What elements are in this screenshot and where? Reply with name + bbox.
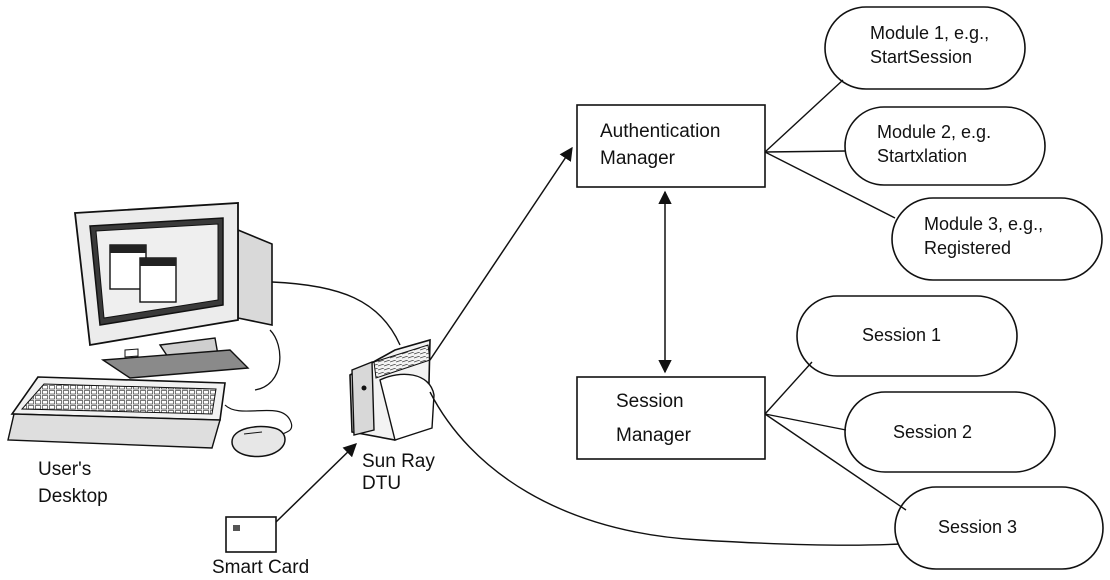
module-3-label-line1: Module 3, e.g., (924, 214, 1044, 234)
sun-ray-dtu-label-line2: DTU (362, 473, 402, 494)
dtu-to-auth-arrow (429, 146, 573, 361)
session-manager-label-line1: Session (616, 391, 684, 412)
module-3-pill (891, 197, 1103, 281)
users-desktop-label-line1: User's (38, 459, 92, 480)
module-2-label-line1: Module 2, e.g. (877, 122, 992, 142)
session-2-pill (844, 391, 1056, 473)
module-2-pill (844, 106, 1046, 186)
session-1-pill (796, 295, 1018, 377)
sun-ray-dtu-label-line1: Sun Ray (362, 451, 435, 472)
dtu-session3-line (429, 391, 901, 546)
session-manager-label-line2: Manager (616, 425, 691, 446)
module-1-label-line1: Module 1, e.g., (870, 23, 990, 43)
sun-ray-dtu-icon (349, 338, 435, 441)
session-3-label: Session 3 (938, 517, 1018, 537)
module-1-label-line2: StartSession (870, 47, 973, 67)
session-manager-box (576, 376, 766, 460)
authentication-manager-label-line2: Manager (600, 148, 675, 169)
authentication-manager-label-line1: Authentication (600, 121, 721, 142)
computer-icon (7, 202, 401, 458)
smart-card-icon (225, 516, 277, 553)
session-1-label: Session 1 (862, 325, 942, 345)
smart-card-label: Smart Card (212, 557, 310, 578)
authentication-manager-box (576, 104, 766, 188)
module-1-pill (824, 6, 1026, 90)
users-desktop-label-line2: Desktop (38, 486, 108, 507)
connector-lines (764, 79, 907, 511)
session-3-pill (894, 486, 1104, 570)
module-3-label-line2: Registered (924, 238, 1012, 258)
module-2-label-line2: Startxlation (877, 146, 968, 166)
session-2-label: Session 2 (893, 422, 973, 442)
card-to-dtu-arrow (275, 443, 357, 523)
